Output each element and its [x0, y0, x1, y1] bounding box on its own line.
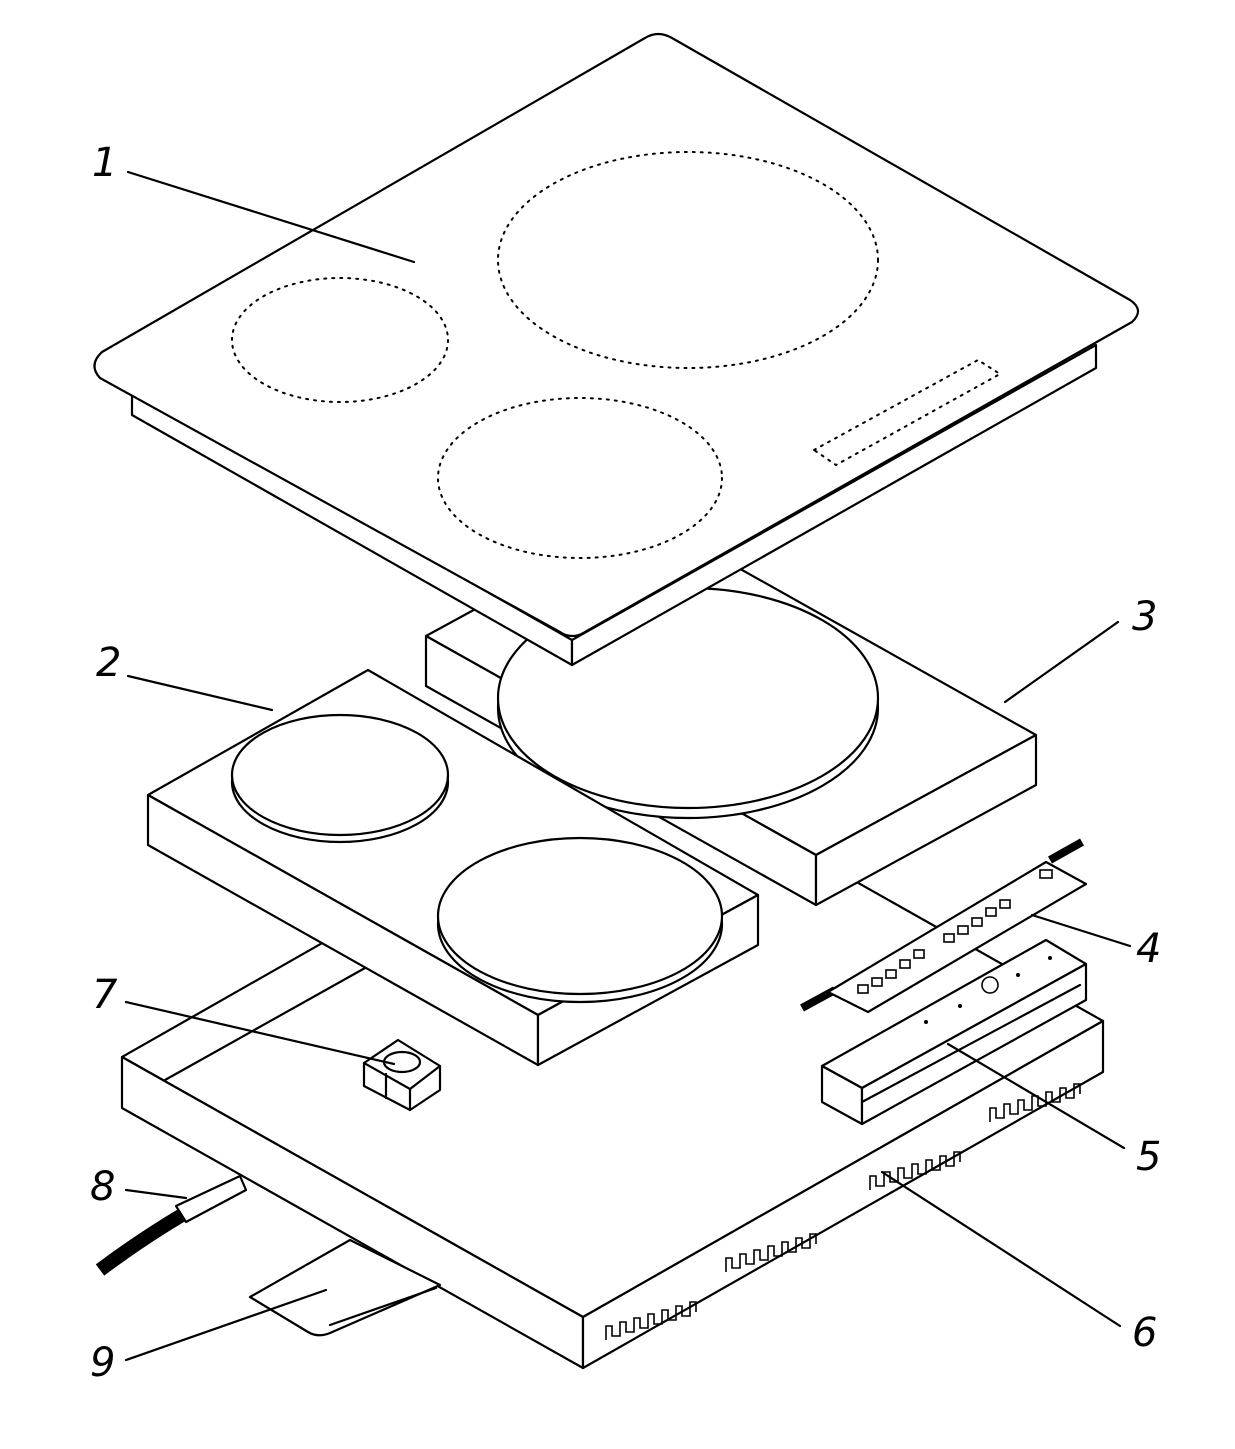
label-control-board: 4	[1136, 926, 1161, 972]
label-sensor-module: 7	[92, 972, 118, 1018]
control-bracket	[820, 938, 1088, 1126]
label-cooktop-glass: 1	[92, 140, 117, 186]
control-board	[800, 838, 1088, 1014]
label-bottom-plate: 9	[90, 1340, 115, 1386]
board-components	[857, 869, 1053, 994]
cooktop-glass	[93, 32, 1140, 667]
label-left-coil-block: 2	[96, 640, 121, 686]
leader-lines	[124, 170, 1132, 1362]
label-right-coil-block: 3	[1132, 594, 1157, 640]
bottom-plate	[248, 1238, 442, 1337]
left-coil-block	[146, 668, 760, 1067]
callout-labels: 1 2 3 4 5 6 7 8 9	[90, 140, 1161, 1386]
sensor-module	[362, 1038, 442, 1112]
label-base-housing: 6	[1132, 1310, 1157, 1356]
base-housing	[120, 759, 1105, 1370]
label-control-bracket: 5	[1136, 1134, 1161, 1180]
label-power-cable: 8	[90, 1164, 115, 1210]
power-cable	[95, 1174, 248, 1276]
cooking-zone-markings	[231, 151, 1002, 559]
